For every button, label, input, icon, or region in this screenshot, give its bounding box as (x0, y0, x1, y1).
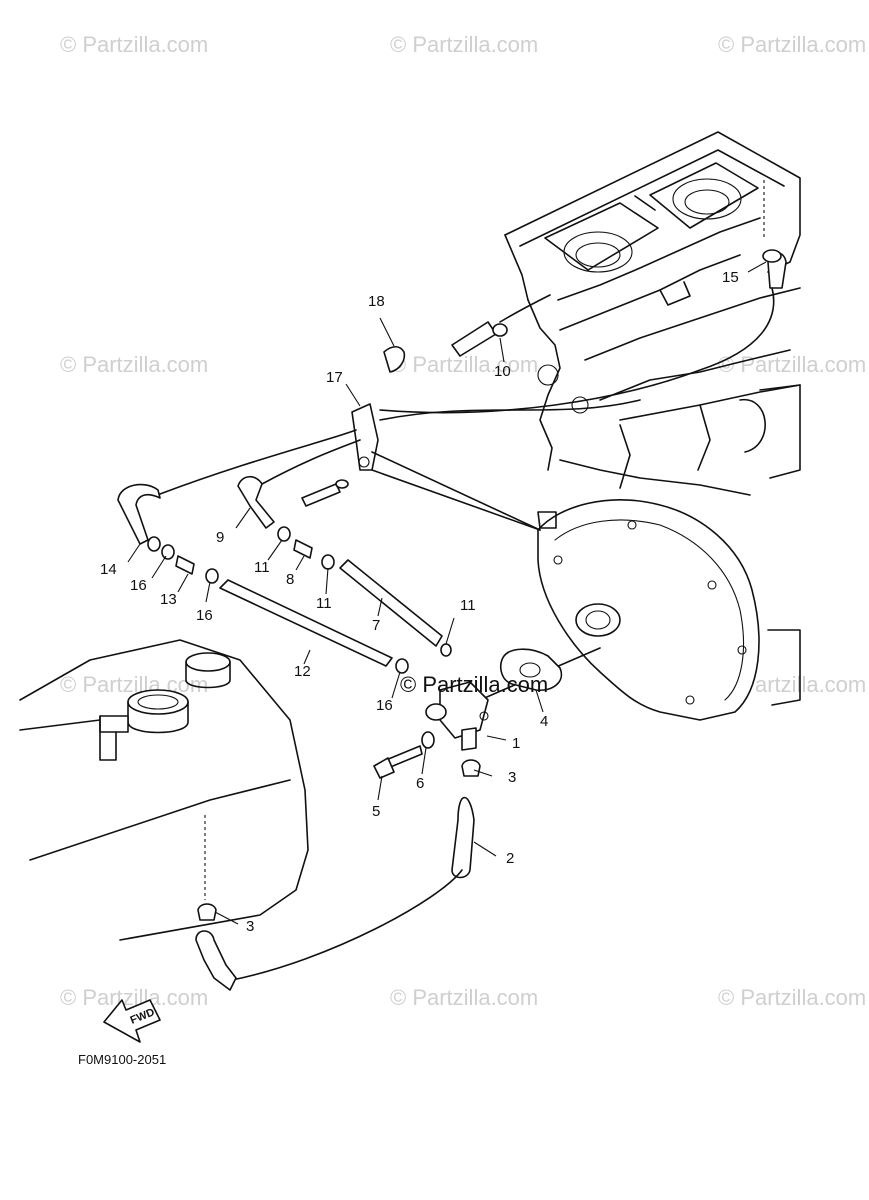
watermark-text: © Partzilla.com (718, 32, 866, 57)
callouts: 1 2 3 3 4 5 6 7 8 9 10 11 11 11 12 13 14… (100, 269, 739, 935)
watermark-text: © Partzilla.com (60, 672, 208, 697)
crankcase-cover-drawing (537, 499, 801, 721)
callout-5[interactable]: 5 (372, 803, 380, 820)
callout-8[interactable]: 8 (286, 571, 294, 588)
fuel-tank-drawing (19, 639, 309, 941)
callout-17[interactable]: 17 (326, 369, 343, 386)
callout-1[interactable]: 1 (512, 735, 520, 752)
callout-6[interactable]: 6 (416, 775, 424, 792)
callout-4[interactable]: 4 (540, 713, 548, 730)
watermark-text: © Partzilla.com (718, 985, 866, 1010)
callout-12[interactable]: 12 (294, 663, 311, 680)
watermark-text: © Partzilla.com (60, 32, 208, 57)
watermark-layer: © Partzilla.com © Partzilla.com © Partzi… (60, 32, 866, 1010)
watermark-text: © Partzilla.com (390, 352, 538, 377)
callout-16[interactable]: 16 (130, 577, 147, 594)
callout-15[interactable]: 15 (722, 269, 739, 286)
engine-block-drawing (504, 131, 801, 496)
callout-13[interactable]: 13 (160, 591, 177, 608)
bracket-drawing (301, 345, 541, 531)
watermark-center-text: © Partzilla.com (400, 672, 548, 697)
watermark-text: © Partzilla.com (718, 352, 866, 377)
callout-11[interactable]: 11 (254, 559, 270, 576)
callout-14[interactable]: 14 (100, 561, 117, 578)
fittings-drawing (147, 249, 782, 674)
callout-3[interactable]: 3 (508, 769, 516, 786)
diagram-code: F0M9100-2051 (78, 1052, 166, 1067)
fuel-cock-drawing (197, 648, 563, 921)
callout-10[interactable]: 10 (494, 363, 511, 380)
hose-drawings (117, 252, 787, 991)
callout-18[interactable]: 18 (368, 293, 385, 310)
callout-2[interactable]: 2 (506, 850, 514, 867)
watermark-text: © Partzilla.com (390, 32, 538, 57)
callout-3[interactable]: 3 (246, 918, 254, 935)
callout-7[interactable]: 7 (372, 617, 380, 634)
watermark-text: © Partzilla.com (390, 985, 538, 1010)
callout-16[interactable]: 16 (196, 607, 213, 624)
leader-lines (127, 261, 767, 925)
callout-11[interactable]: 11 (460, 597, 476, 614)
watermark-text: © Partzilla.com (60, 352, 208, 377)
callout-9[interactable]: 9 (216, 529, 224, 546)
callout-16[interactable]: 16 (376, 697, 393, 714)
fwd-arrow: FWD (103, 999, 161, 1043)
callout-11[interactable]: 11 (316, 595, 332, 612)
